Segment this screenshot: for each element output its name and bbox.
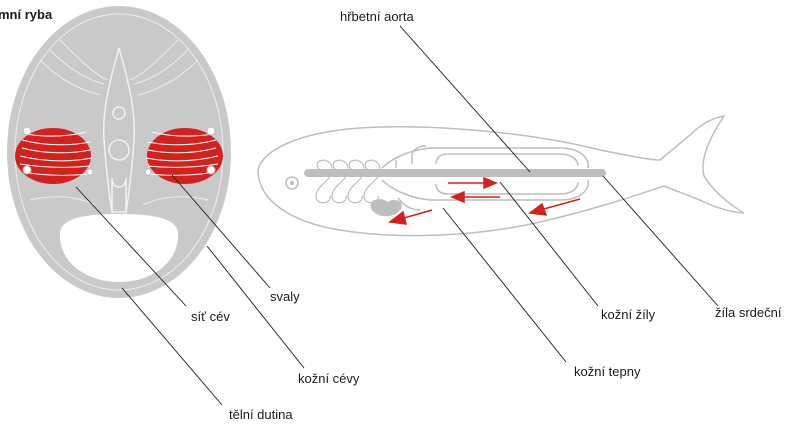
- gill-arches: [316, 160, 380, 203]
- blood-flow-arrows: [390, 178, 580, 224]
- fish-side-view: [258, 116, 744, 236]
- leader-skin-vessels: [207, 246, 304, 368]
- dorsal-aorta: [304, 169, 606, 177]
- label-cardinal-vein: žíla srdeční: [715, 306, 781, 319]
- leader-cardinal-vein: [603, 176, 718, 306]
- label-skin-veins: kožní žíly: [601, 308, 655, 321]
- label-muscles: svaly: [270, 290, 300, 303]
- leader-skin-arteries: [443, 208, 566, 362]
- label-dorsal-aorta: hřbetní aorta: [340, 10, 414, 23]
- label-skin-arteries: kožní tepny: [574, 365, 641, 378]
- fish-cross-section: [7, 6, 231, 298]
- diagram-title: mní ryba: [0, 8, 52, 21]
- label-vessel-network: síť cév: [191, 310, 230, 323]
- label-body-cavity: tělní dutina: [229, 408, 293, 421]
- heart: [371, 199, 402, 216]
- label-skin-vessels: kožní cévy: [298, 372, 359, 385]
- fish-eye-pupil: [290, 181, 294, 185]
- leader-body-cavity: [122, 288, 222, 405]
